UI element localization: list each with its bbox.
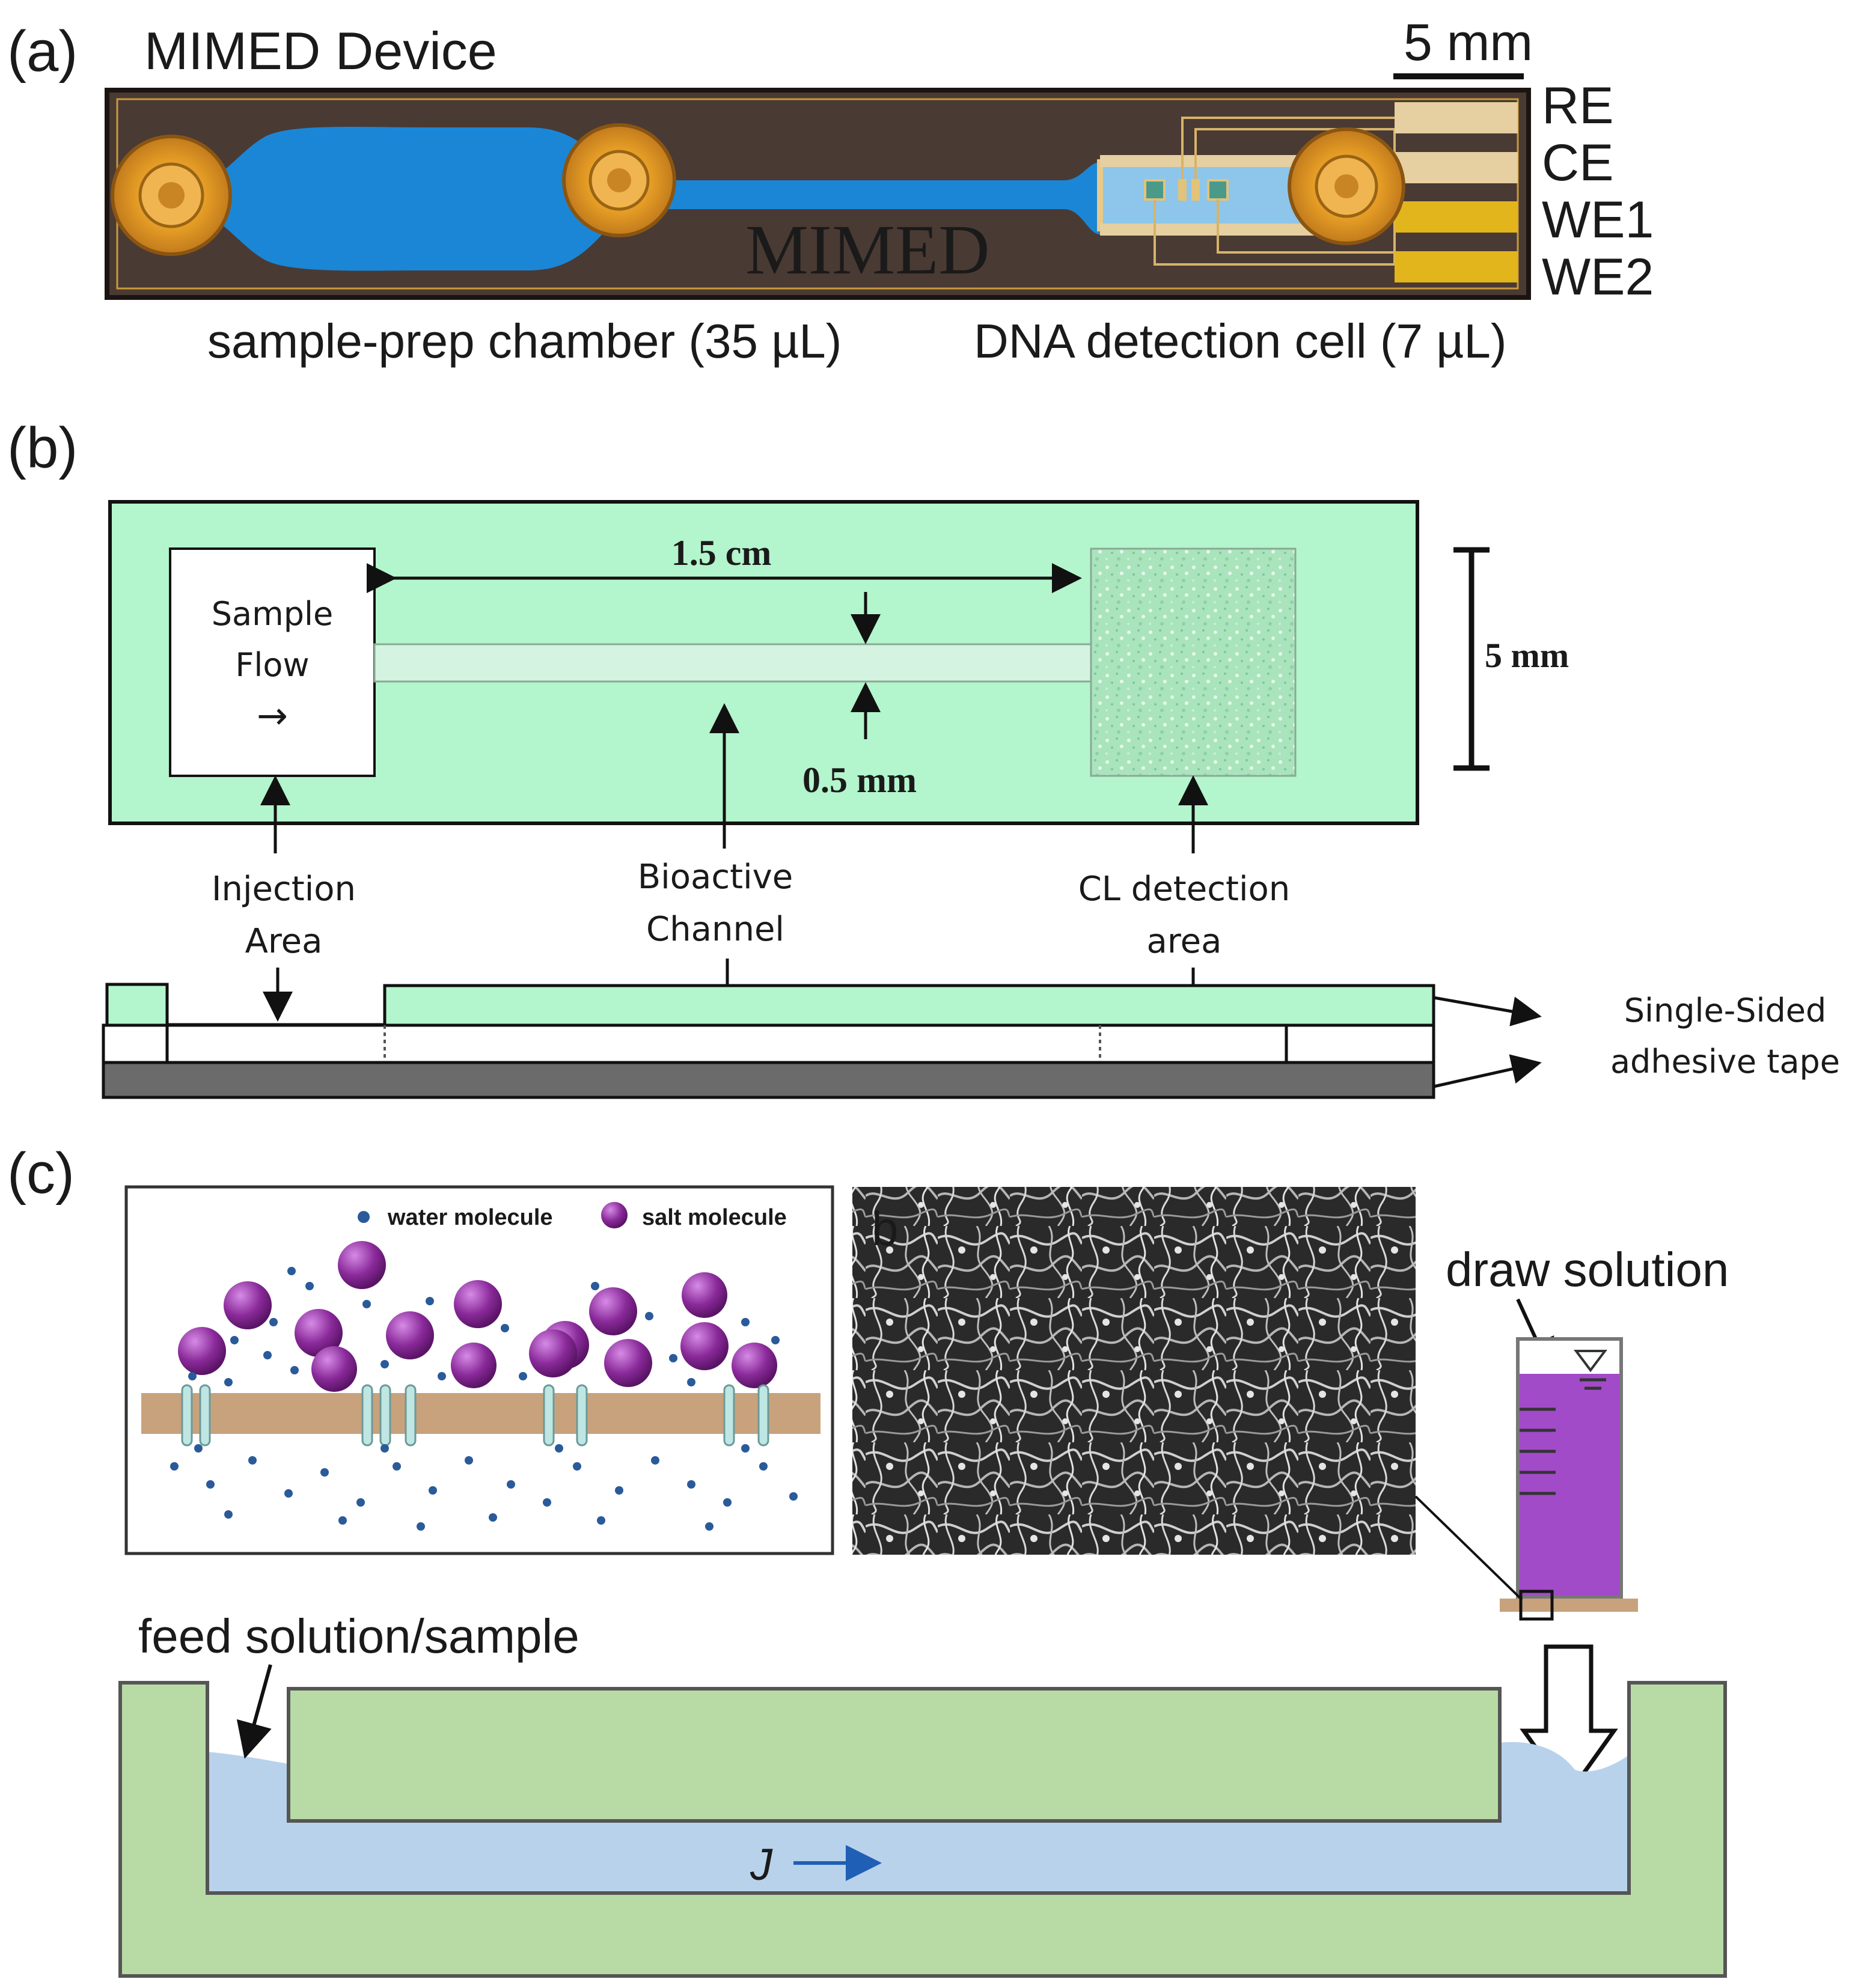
tape-pointer-top bbox=[1433, 996, 1542, 1026]
we2-pad bbox=[1207, 179, 1229, 201]
draw-beaker-headspace bbox=[1520, 1341, 1619, 1374]
sample-flow-line2: Flow bbox=[235, 646, 309, 684]
outlet-port bbox=[1288, 127, 1405, 245]
caption-sample-prep: sample-prep chamber (35 µL) bbox=[207, 314, 842, 368]
panel-a: (a) MIMED Device 5 mm bbox=[7, 14, 1654, 368]
sem-image bbox=[852, 1187, 1416, 1555]
draw-solution-label: draw solution bbox=[1446, 1243, 1729, 1296]
injection-area bbox=[169, 547, 376, 777]
tape-label-line1: Single-Sided bbox=[1624, 992, 1827, 1029]
detection-cell-electrode-strip bbox=[1100, 155, 1334, 167]
connecting-channel bbox=[619, 180, 1064, 209]
draw-beaker bbox=[1516, 1337, 1623, 1599]
zoom-connector bbox=[1414, 1495, 1523, 1601]
salt-molecules bbox=[178, 1241, 777, 1392]
middle-port bbox=[562, 123, 676, 237]
device-lid bbox=[287, 1687, 1502, 1823]
cl-detection-area bbox=[1090, 547, 1297, 777]
sample-prep-chamber bbox=[186, 126, 661, 271]
electrode-traces bbox=[1154, 117, 1396, 266]
panel-c: (c) water molecule salt molecule bbox=[7, 1141, 1729, 1978]
water-molecules bbox=[170, 1267, 798, 1531]
electrode-label-we2: WE2 bbox=[1542, 248, 1654, 306]
liquid-channel bbox=[207, 1742, 1629, 1893]
water-level-icon bbox=[1574, 1350, 1607, 1373]
electrode-label-re: RE bbox=[1542, 77, 1613, 135]
electrode-label-ce: CE bbox=[1542, 134, 1613, 192]
width-dimension-label: 0.5 mm bbox=[802, 760, 917, 800]
salt-legend-icon bbox=[601, 1202, 628, 1228]
re-pad bbox=[1178, 179, 1187, 201]
injection-label-line1: Injection bbox=[212, 870, 356, 909]
channel-outline bbox=[206, 1683, 1631, 1895]
flow-arrow-icon: → bbox=[257, 694, 288, 737]
ce-contact bbox=[1395, 152, 1518, 183]
aquaporin-channels bbox=[181, 1384, 769, 1447]
chip-brand-text: MIMED bbox=[745, 210, 989, 289]
we1-contact bbox=[1395, 201, 1518, 233]
ce-pad bbox=[1191, 179, 1200, 201]
electrode-label-we1: WE1 bbox=[1542, 191, 1654, 249]
re-contact bbox=[1395, 102, 1518, 133]
zoom-box bbox=[1519, 1590, 1554, 1621]
injection-label-line2: Area bbox=[245, 922, 323, 961]
panel-c-label: (c) bbox=[7, 1141, 75, 1206]
tape-label-line2: adhesive tape bbox=[1610, 1043, 1840, 1081]
inlet-port bbox=[111, 135, 232, 256]
we1-pad bbox=[1144, 179, 1166, 201]
device-title: MIMED Device bbox=[144, 21, 497, 81]
scale-bar-label-b: 5 mm bbox=[1485, 636, 1569, 675]
beaker-membrane-base bbox=[1500, 1599, 1638, 1612]
panel-a-label: (a) bbox=[7, 19, 78, 84]
bioactive-channel bbox=[373, 643, 1092, 683]
membrane bbox=[141, 1393, 821, 1434]
feed-solution-label: feed solution/sample bbox=[138, 1609, 579, 1663]
legend-salt: salt molecule bbox=[642, 1205, 787, 1230]
sample-flow-line1: Sample bbox=[212, 595, 333, 633]
channel-label-line2: Channel bbox=[646, 910, 784, 949]
legend-water: water molecule bbox=[387, 1205, 553, 1230]
channel-label-line1: Bioactive bbox=[638, 858, 793, 897]
scale-bar-b bbox=[1453, 547, 1490, 771]
scale-bar-label-a: 5 mm bbox=[1404, 14, 1533, 72]
panel-b-label: (b) bbox=[7, 416, 78, 480]
caption-detection-cell: DNA detection cell (7 µL) bbox=[974, 314, 1506, 368]
panel-b: (b) Sample Flow → 1.5 cm 0.5 mm 5 mm Inj… bbox=[7, 416, 1840, 1099]
flux-label: J bbox=[750, 1840, 773, 1889]
feed-solution-pointer bbox=[236, 1664, 272, 1759]
sem-label: b bbox=[872, 1202, 899, 1255]
we2-contact bbox=[1395, 251, 1518, 282]
detection-label-line2: area bbox=[1147, 922, 1222, 961]
water-legend-icon bbox=[358, 1211, 370, 1223]
length-dimension-label: 1.5 cm bbox=[671, 533, 772, 573]
beaker-graduations bbox=[1520, 1378, 1606, 1495]
tape-pointer-bottom bbox=[1433, 1054, 1542, 1088]
detection-label-line1: CL detection bbox=[1078, 870, 1291, 909]
cross-section bbox=[102, 983, 1435, 1099]
